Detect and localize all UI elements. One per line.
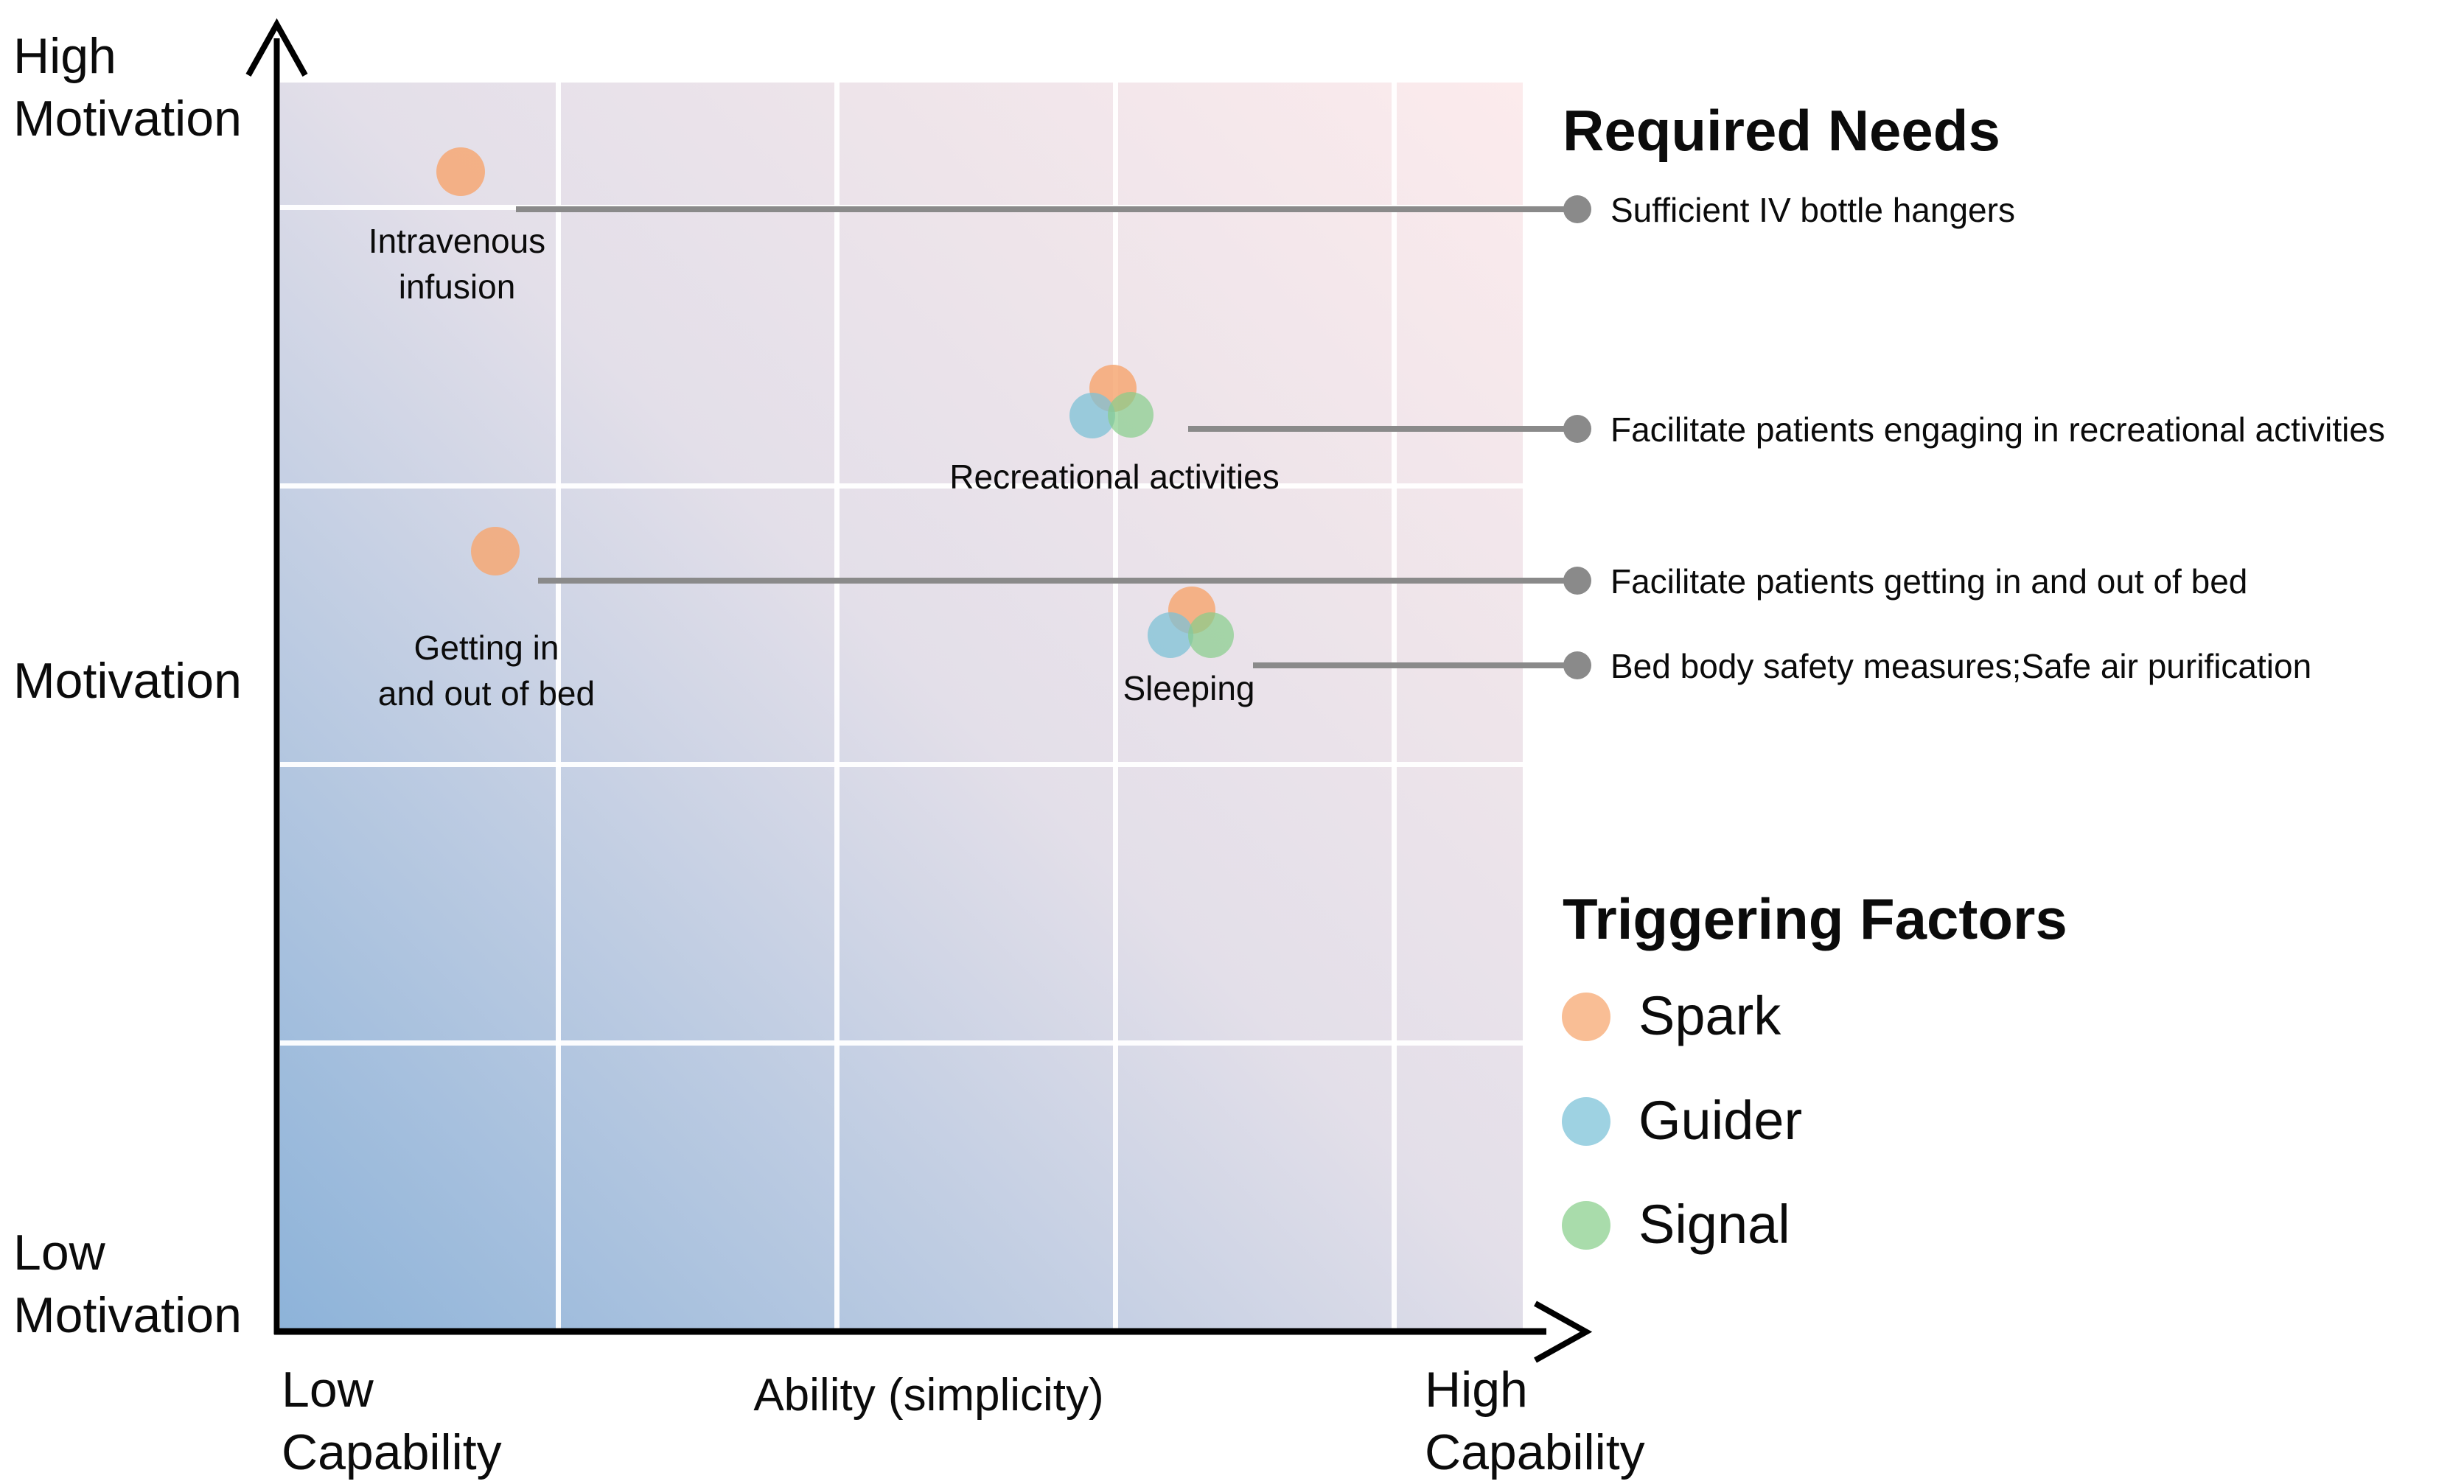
legend-spark-label: Spark (1638, 985, 1781, 1046)
gridline-vertical (1392, 83, 1397, 1331)
y-axis-label-low: Low Motivation (13, 1225, 242, 1343)
guider-dot-sleeping (1148, 612, 1193, 658)
spark-dot-bed (471, 527, 520, 575)
required-needs-heading: Required Needs (1563, 98, 2000, 163)
gridline-horizontal (280, 762, 1523, 767)
gridline-vertical (556, 83, 561, 1331)
legend-spark-icon (1562, 993, 1610, 1041)
x-axis-arrow-icon (1534, 1301, 1593, 1363)
triggering-factors-heading: Triggering Factors (1563, 886, 2067, 951)
point-label-recreational: Recreational activities (949, 458, 1280, 496)
leader-endpoint-icon (1563, 195, 1591, 223)
annotation-iv: Sufficient IV bottle hangers (1610, 191, 2015, 229)
y-axis-arrow-icon (245, 18, 308, 77)
plot-area (280, 83, 1523, 1331)
legend-signal-label: Signal (1638, 1194, 1790, 1255)
gridline-vertical (834, 83, 840, 1331)
gridline-horizontal (280, 483, 1523, 489)
signal-dot-recreational (1108, 392, 1154, 438)
leader-endpoint-icon (1563, 651, 1591, 679)
leader-endpoint-icon (1563, 567, 1591, 595)
y-axis-label-mid: Motivation (13, 653, 242, 709)
legend-signal-icon (1562, 1201, 1610, 1250)
point-label-sleeping: Sleeping (1123, 669, 1255, 707)
y-axis-label-high: High Motivation (13, 28, 242, 147)
annotation-sleeping: Bed body safety measures;Safe air purifi… (1610, 647, 2312, 685)
legend-guider-label: Guider (1638, 1090, 1803, 1151)
legend-guider-icon (1562, 1097, 1610, 1146)
gridline-vertical (1113, 83, 1118, 1331)
annotation-bed: Facilitate patients getting in and out o… (1610, 562, 2248, 601)
gridline-horizontal (280, 1040, 1523, 1046)
leader-endpoint-icon (1563, 415, 1591, 443)
signal-dot-sleeping (1188, 612, 1234, 658)
x-axis-label-mid: Ability (simplicity) (753, 1370, 1104, 1421)
x-axis-label-high: High Capability (1425, 1362, 1645, 1480)
guider-dot-recreational (1069, 393, 1115, 438)
annotation-recreational: Facilitate patients engaging in recreati… (1610, 410, 2385, 449)
spark-dot-intravenous (436, 147, 485, 196)
x-axis-label-low: Low Capability (282, 1362, 502, 1480)
point-label-intravenous: Intravenous infusion (368, 222, 546, 306)
point-label-bed: Getting in and out of bed (377, 629, 596, 713)
